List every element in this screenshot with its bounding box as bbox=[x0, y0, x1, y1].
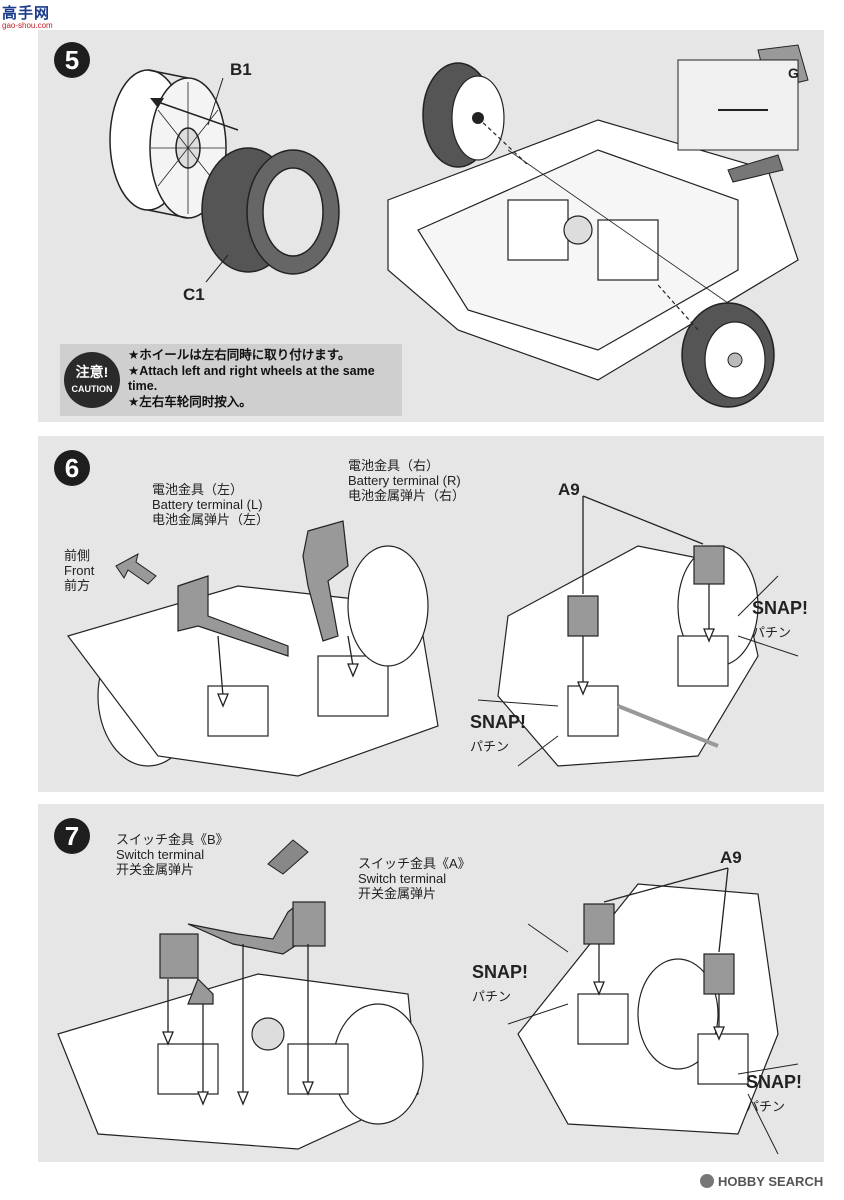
battery-terminal-left-drawing bbox=[177, 575, 289, 657]
snap-lines-step6 bbox=[477, 575, 799, 767]
site-logo-text: 高手网 bbox=[2, 5, 51, 22]
right-chassis-step7-drawing bbox=[517, 883, 779, 1135]
left-chassis-step7-drawing bbox=[57, 973, 424, 1150]
lower-wheel-drawing bbox=[657, 284, 775, 408]
snap-lines-step7 bbox=[507, 923, 799, 1155]
caution-note-cn: ★左右车轮同时按入。 bbox=[128, 394, 252, 409]
front-arrow-icon bbox=[115, 553, 157, 585]
switch-terminals-drawing bbox=[159, 901, 326, 1005]
terminal-left-jp: 電池金具（左） bbox=[152, 482, 244, 497]
site-logo: 高手网 gao-shou.com bbox=[2, 2, 68, 36]
front-label: 前側 Front 前方 bbox=[64, 548, 94, 593]
terminal-left-cn: 电池金属弹片（左） bbox=[152, 512, 270, 527]
snap-jp-step7-left: パチン bbox=[472, 989, 512, 1004]
a9-parts-step6 bbox=[567, 545, 725, 637]
site-logo-sub: gao-shou.com bbox=[2, 21, 53, 30]
switch-a-jp: スイッチ金具《A》 bbox=[358, 856, 471, 871]
terminal-right-cn: 电池金属弹片（右） bbox=[348, 488, 466, 503]
switch-b-en: Switch terminal bbox=[116, 847, 205, 862]
part-c1-label: C1 bbox=[183, 285, 205, 304]
switch-a-label: スイッチ金具《A》 Switch terminal 开关金属弹片 bbox=[358, 856, 471, 901]
caution-box: 注意! CAUTION ★ホイールは左右同時に取り付けます。 ★Attach l… bbox=[60, 344, 402, 416]
caution-note-en: ★Attach left and right wheels at the sam… bbox=[128, 363, 375, 394]
step-7-illustration bbox=[57, 839, 799, 1155]
chassis-drawing bbox=[387, 119, 799, 381]
glue-tube-step7 bbox=[267, 839, 309, 875]
snap-jp-step6-right: パチン bbox=[752, 625, 792, 640]
terminal-right-jp: 電池金具（右） bbox=[348, 458, 440, 473]
tire-c1-drawing bbox=[201, 147, 340, 275]
snap-label-step6-right: SNAP! bbox=[752, 598, 809, 618]
insert-arrow-line bbox=[157, 101, 239, 131]
caution-en: CAUTION bbox=[71, 384, 113, 394]
step-7-number: 7 bbox=[54, 818, 90, 854]
upper-wheel-drawing bbox=[422, 62, 529, 168]
front-en: Front bbox=[64, 563, 95, 578]
insert-arrow-head bbox=[150, 98, 164, 108]
hobby-search-mark-icon bbox=[700, 1174, 714, 1188]
snap-label-step6-left: SNAP! bbox=[470, 712, 527, 732]
inset-detail bbox=[677, 59, 799, 151]
glue-label: G bbox=[788, 65, 799, 81]
switch-a-cn: 开关金属弹片 bbox=[358, 886, 437, 901]
part-b1-label: B1 bbox=[230, 60, 252, 79]
step-5-panel: 5 B1 C1 G 注意! CAUTION ★ホイールは左右同時に取り付けます。… bbox=[38, 30, 824, 422]
a9-parts-step7 bbox=[583, 903, 735, 995]
install-arrows-step7 bbox=[162, 944, 314, 1106]
install-arrows-right bbox=[577, 495, 715, 696]
terminal-right-en: Battery terminal (R) bbox=[348, 473, 461, 488]
terminal-left-en: Battery terminal (L) bbox=[152, 497, 263, 512]
left-chassis-drawing bbox=[67, 545, 439, 777]
terminal-left-label: 電池金具（左） Battery terminal (L) 电池金属弹片（左） bbox=[152, 482, 269, 527]
snap-jp-step6-left: パチン bbox=[470, 739, 510, 754]
hobby-search-logo: HOBBY SEARCH bbox=[700, 1174, 823, 1189]
switch-a-en: Switch terminal bbox=[358, 871, 447, 886]
caution-note-jp: ★ホイールは左右同時に取り付けます。 bbox=[128, 348, 351, 362]
part-a9-label-step7: A9 bbox=[720, 848, 742, 867]
step-5-number: 5 bbox=[54, 42, 90, 78]
hobby-search-text: HOBBY SEARCH bbox=[718, 1174, 824, 1189]
switch-b-jp: スイッチ金具《B》 bbox=[116, 832, 229, 847]
step-6-panel: 6 電池金具（左） Battery terminal (L) 电池金属弹片（左）… bbox=[38, 436, 824, 792]
snap-label-step7-left: SNAP! bbox=[472, 962, 529, 982]
c1-leader bbox=[205, 254, 229, 283]
step-6-illustration bbox=[67, 495, 799, 777]
step-7-panel: 7 スイッチ金具《B》 Switch terminal 开关金属弹片 スイッチ金… bbox=[38, 804, 824, 1162]
snap-label-step7-right: SNAP! bbox=[746, 1072, 803, 1092]
switch-b-label: スイッチ金具《B》 Switch terminal 开关金属弹片 bbox=[116, 832, 229, 877]
step-5-illustration bbox=[109, 44, 809, 408]
caution-jp: 注意! bbox=[75, 364, 109, 380]
front-cn: 前方 bbox=[64, 578, 91, 593]
snap-jp-step7-right: パチン bbox=[746, 1099, 786, 1114]
terminal-right-label: 電池金具（右） Battery terminal (R) 电池金属弹片（右） bbox=[348, 458, 465, 503]
switch-b-cn: 开关金属弹片 bbox=[116, 862, 195, 877]
install-arrows-step7-right bbox=[593, 867, 729, 1041]
front-jp: 前側 bbox=[64, 548, 91, 563]
part-a9-label-step6: A9 bbox=[558, 480, 580, 499]
caution-badge: 注意! CAUTION bbox=[64, 352, 120, 408]
battery-terminal-right-drawing bbox=[302, 520, 349, 642]
step-6-number: 6 bbox=[54, 450, 90, 486]
install-arrows-left bbox=[217, 635, 359, 708]
caution-text: ★ホイールは左右同時に取り付けます。 ★Attach left and righ… bbox=[128, 348, 398, 410]
b1-leader bbox=[207, 77, 224, 126]
